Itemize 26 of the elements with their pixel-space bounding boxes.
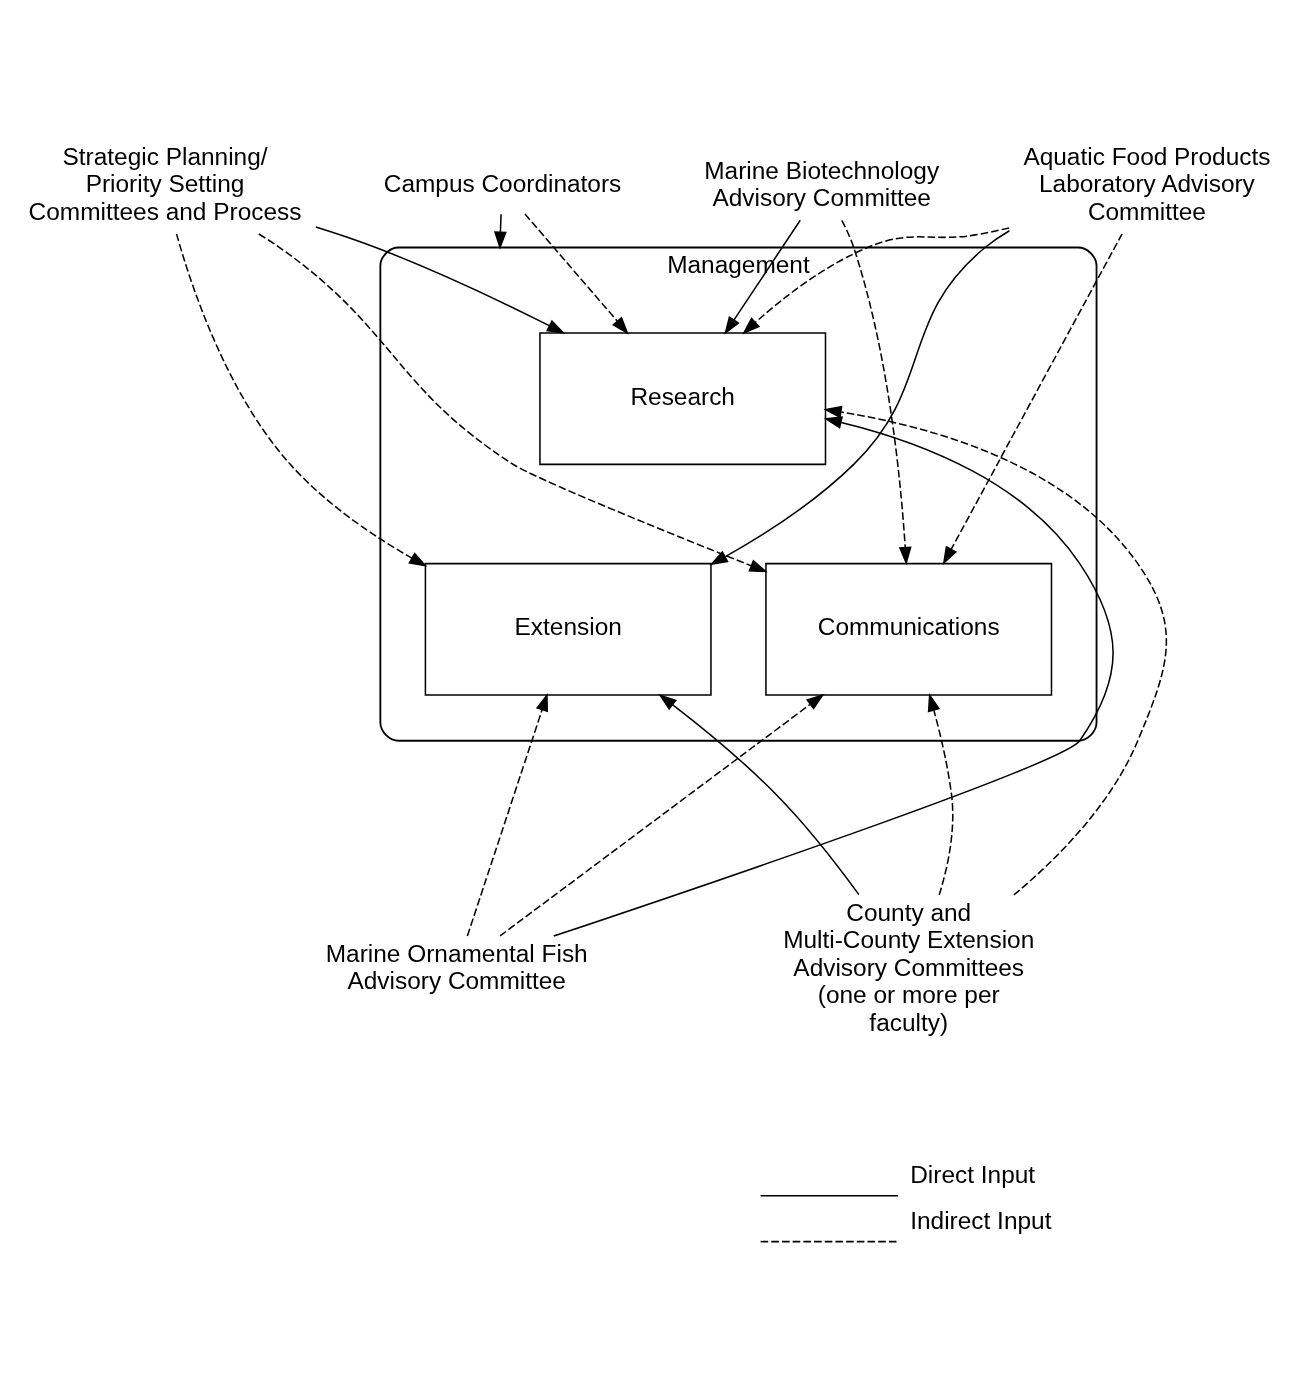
arrow: [553, 416, 1114, 937]
arrow: [658, 693, 860, 896]
arrow: [315, 226, 566, 334]
arrow: [823, 405, 1167, 896]
node-text: Campus Coordinators: [383, 170, 622, 198]
arrow: [709, 229, 1011, 566]
arrow: [927, 693, 954, 896]
arrow: [494, 213, 507, 250]
arrow: [942, 233, 1123, 565]
arrow: [742, 227, 1010, 335]
arrow: [499, 693, 825, 937]
arrow: [524, 213, 629, 335]
legend-label: Direct Input: [910, 1161, 1036, 1189]
node-text: Strategic Planning/ Priority Setting Committees and Process: [28, 142, 302, 225]
legend-label: Indirect Input: [910, 1207, 1052, 1235]
arrow: [175, 233, 428, 567]
node-box: Communications: [765, 562, 1053, 696]
node-box: Research: [539, 332, 827, 466]
node-box: Extension: [424, 562, 712, 696]
arrow: [258, 233, 768, 573]
arrow: [466, 692, 548, 937]
node-text: Marine Biotechnology Advisory Committee: [704, 156, 940, 211]
arrow: [841, 219, 912, 566]
node-text: Aquatic Food Products Laboratory Advisory Committee: [1023, 142, 1271, 225]
node-text: County and Multi-County Extension Advisory Committees (one or more per faculty): [783, 898, 1035, 1036]
node-text: Marine Ornamental Fish Advisory Committee: [325, 939, 588, 995]
